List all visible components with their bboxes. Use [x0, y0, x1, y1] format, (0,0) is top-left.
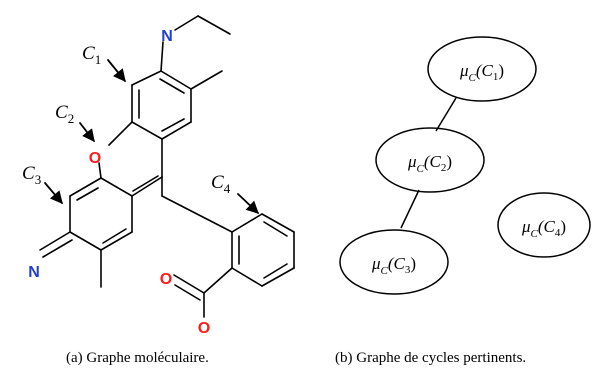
caption-cycle-graph: (b) Graphe de cycles pertinents. — [335, 350, 527, 366]
substituents — [39, 15, 233, 318]
edge-c2-c3 — [400, 189, 420, 229]
node-c1 — [427, 36, 537, 102]
atom-n-left: N — [28, 264, 40, 281]
cycle-label-c4: C4 — [211, 172, 231, 196]
cycle-graph — [339, 36, 591, 295]
atom-n-top: N — [161, 28, 173, 45]
caption-molecular-graph: (a) Graphe moléculaire. — [66, 350, 209, 366]
cycle-label-c2: C2 — [55, 102, 74, 126]
molecular-graph — [39, 15, 295, 318]
cycle-label-c3: C3 — [22, 163, 41, 187]
ring-c3 — [69, 177, 133, 251]
node-c3 — [339, 229, 449, 295]
node-c2-label: μC(C2) — [407, 152, 452, 175]
atom-o-ring: O — [89, 150, 101, 167]
label-arrows — [44, 59, 259, 214]
atom-o-carbonyl: O — [160, 271, 172, 288]
cycle-label-c1: C1 — [82, 43, 101, 67]
node-c4 — [497, 192, 591, 258]
ring-c4 — [161, 176, 295, 287]
edge-c1-c2 — [435, 97, 457, 132]
node-c1-label: μC(C1) — [459, 61, 504, 84]
node-c4-label: μC(C4) — [521, 217, 566, 240]
ring-c1 — [131, 70, 192, 140]
ring-c2 — [98, 121, 163, 197]
atom-o-single: O — [198, 320, 210, 337]
node-c3-label: μC(C3) — [371, 254, 416, 277]
node-c2 — [375, 127, 485, 193]
